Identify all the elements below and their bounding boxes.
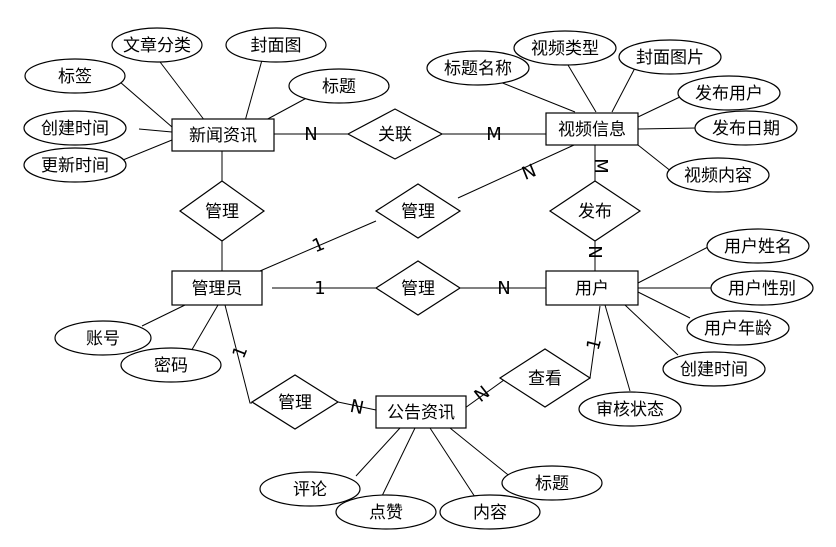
relationship-manage-user-label: 管理 <box>401 279 435 299</box>
attr-video-publisher: 发布用户 <box>677 75 781 111</box>
card-news-link: N <box>304 124 317 145</box>
attr-news-title: 标题 <box>288 68 390 104</box>
attr-news-category: 文章分类 <box>111 27 203 63</box>
card-manage-user: N <box>497 278 510 299</box>
entity-notice-label: 公告资讯 <box>387 403 455 423</box>
svg-text:标题名称: 标题名称 <box>444 59 512 79</box>
attr-notice-content: 内容 <box>439 494 541 530</box>
card-view-user: 1 <box>583 336 606 352</box>
svg-text:文章分类: 文章分类 <box>123 36 191 56</box>
entity-video-label: 视频信息 <box>558 120 626 140</box>
connector-lines <box>117 57 712 498</box>
svg-text:标签: 标签 <box>58 67 92 87</box>
relationship-manage-notice-label: 管理 <box>278 393 312 413</box>
relationship-manage-notice: 管理 <box>250 374 340 430</box>
relationship-link-label: 关联 <box>378 125 412 145</box>
card-admin-manage-user: 1 <box>314 278 325 299</box>
card-link-video: M <box>486 124 502 145</box>
svg-text:审核状态: 审核状态 <box>596 400 664 420</box>
relationship-manage-video-label: 管理 <box>401 202 435 222</box>
attr-user-gender: 用户性别 <box>710 270 814 306</box>
relationship-manage-video: 管理 <box>374 183 462 239</box>
attr-notice-comment: 评论 <box>259 471 361 507</box>
svg-text:点赞: 点赞 <box>369 503 403 523</box>
card-video-publish: M <box>590 158 611 174</box>
attr-news-created: 创建时间 <box>23 110 127 146</box>
relationship-publish-label: 发布 <box>578 202 612 222</box>
entity-video: 视频信息 <box>545 112 639 146</box>
card-admin-manage-notice: 1 <box>229 343 253 361</box>
card-publish-user: N <box>584 245 605 258</box>
attr-user-age: 用户年龄 <box>686 310 790 346</box>
svg-text:内容: 内容 <box>473 503 507 523</box>
attr-video-title: 标题名称 <box>426 50 530 86</box>
svg-text:创建时间: 创建时间 <box>41 119 109 139</box>
svg-text:账号: 账号 <box>86 329 120 349</box>
svg-text:封面图: 封面图 <box>251 36 302 56</box>
attr-video-cover: 封面图片 <box>618 39 722 75</box>
svg-text:评论: 评论 <box>293 480 327 500</box>
entity-user-label: 用户 <box>575 279 609 299</box>
attr-video-content: 视频内容 <box>666 157 770 193</box>
card-manage-notice: N <box>348 396 366 419</box>
card-admin-manage-news: 1 <box>309 234 327 258</box>
entity-user: 用户 <box>545 270 639 306</box>
attr-user-created: 创建时间 <box>662 351 766 387</box>
attr-admin-account: 账号 <box>54 320 152 356</box>
attr-user-name: 用户姓名 <box>706 228 810 264</box>
relationship-view: 查看 <box>498 348 592 408</box>
svg-text:创建时间: 创建时间 <box>680 360 748 380</box>
entity-notice: 公告资讯 <box>375 395 467 429</box>
svg-text:发布用户: 发布用户 <box>695 84 763 104</box>
attr-news-updated: 更新时间 <box>23 147 127 183</box>
relationship-manage-news-label: 管理 <box>205 202 239 222</box>
relationship-manage-user: 管理 <box>374 260 462 316</box>
svg-text:用户姓名: 用户姓名 <box>724 237 792 257</box>
svg-text:标题: 标题 <box>322 77 356 97</box>
attr-video-type: 视频类型 <box>513 30 617 66</box>
svg-text:封面图片: 封面图片 <box>636 48 704 68</box>
relationship-publish: 发布 <box>548 180 642 242</box>
entity-news-label: 新闻资讯 <box>189 126 257 146</box>
attr-admin-password: 密码 <box>120 347 222 383</box>
entity-news: 新闻资讯 <box>171 118 275 152</box>
card-notice-view: N <box>471 382 495 407</box>
svg-text:发布日期: 发布日期 <box>712 119 780 139</box>
attr-video-date: 发布日期 <box>694 110 798 146</box>
svg-text:用户年龄: 用户年龄 <box>704 319 772 339</box>
card-manage-video: N <box>519 160 539 185</box>
attr-user-status: 审核状态 <box>578 391 682 427</box>
attr-notice-like: 点赞 <box>335 494 437 530</box>
attr-news-cover: 封面图 <box>225 27 327 63</box>
svg-text:视频内容: 视频内容 <box>684 166 752 186</box>
relationship-view-label: 查看 <box>528 369 562 389</box>
svg-text:视频类型: 视频类型 <box>531 39 599 59</box>
svg-text:标题: 标题 <box>535 474 569 494</box>
attr-news-tag: 标签 <box>24 58 126 94</box>
svg-text:更新时间: 更新时间 <box>41 156 109 176</box>
entity-admin-label: 管理员 <box>192 279 243 299</box>
entity-admin: 管理员 <box>171 270 263 306</box>
svg-text:用户性别: 用户性别 <box>728 279 796 299</box>
attr-notice-title: 标题 <box>501 465 603 501</box>
relationship-manage-news: 管理 <box>178 180 266 242</box>
svg-text:密码: 密码 <box>154 356 188 376</box>
relationship-link: 关联 <box>346 108 444 160</box>
